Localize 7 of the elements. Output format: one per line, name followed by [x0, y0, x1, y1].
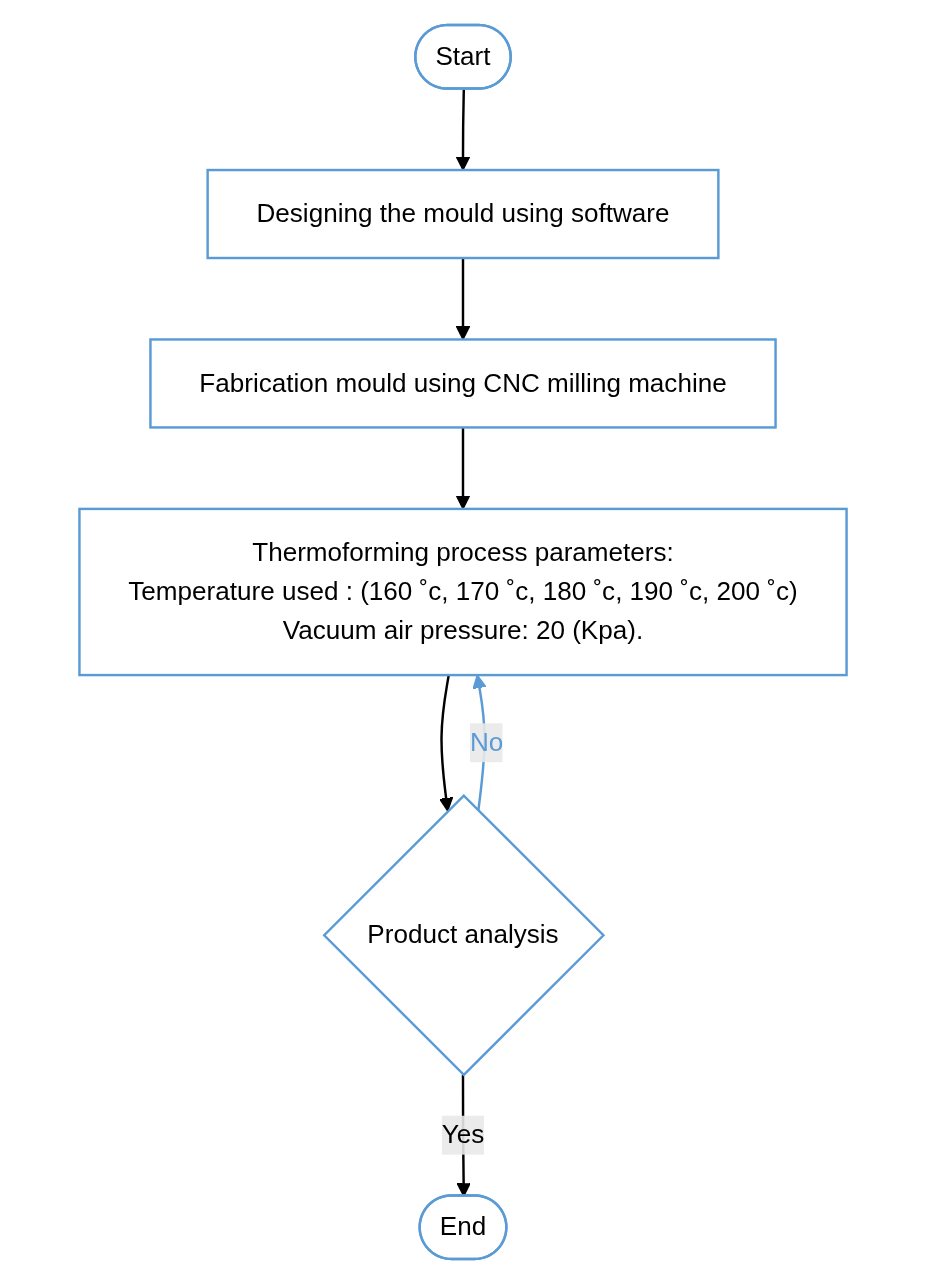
node-box: Fabrication mould using CNC milling machine	[149, 337, 777, 429]
node-box: Thermoforming process parameters: Temperature used : (160 ˚c, 170 ˚c, 180 ˚c, 190 ˚c, 200 ˚c) Vacuum air pressure: 20 (Kpa).	[78, 507, 848, 676]
edge-label: Yes	[441, 1119, 485, 1148]
edge-label: No	[470, 727, 504, 756]
node-box: Designing the mould using software	[206, 168, 720, 259]
node-diamond: Product analysis	[322, 793, 606, 1077]
arrow	[439, 674, 454, 812]
